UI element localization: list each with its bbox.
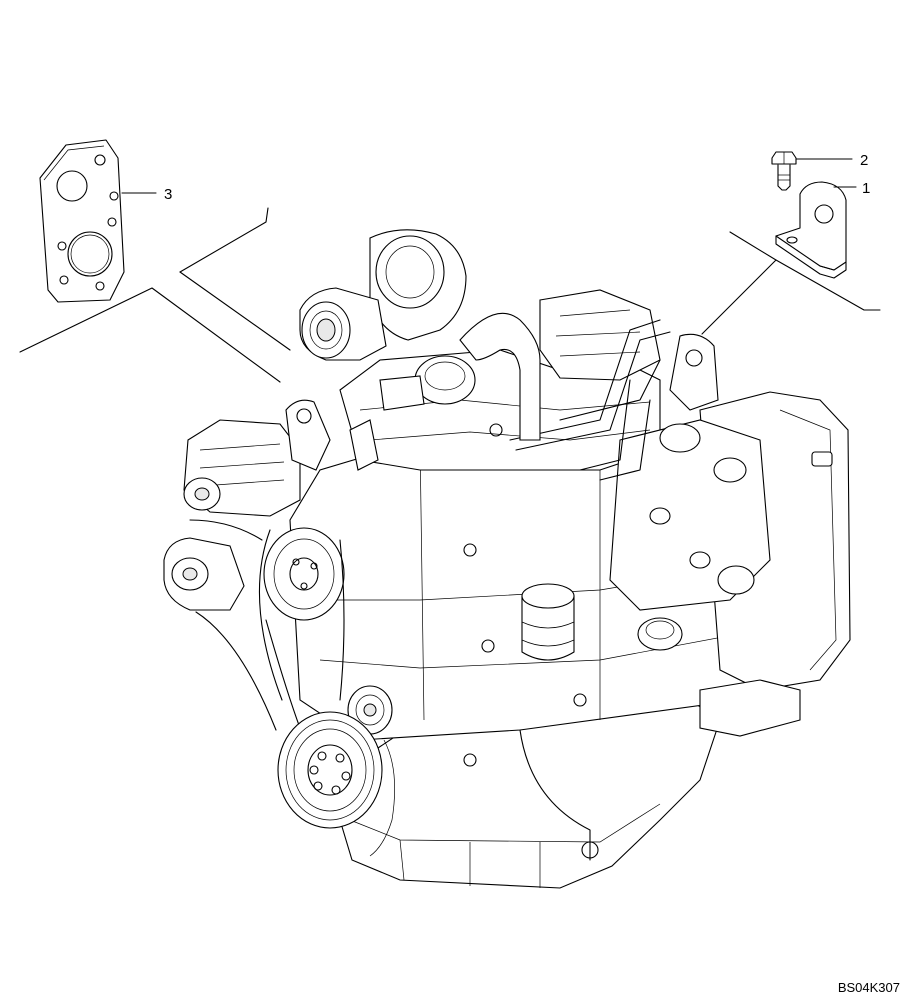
callout-label-1: 1 (862, 180, 870, 197)
callout-label-3: 3 (164, 186, 172, 203)
part-1-angle-bracket (775, 181, 847, 279)
engine-assembly (163, 229, 851, 889)
callout-label-2: 2 (860, 152, 868, 169)
leader-lines (19, 158, 881, 383)
part-2-bolt (771, 151, 797, 191)
part-3-mounting-plate (39, 139, 125, 303)
drawing-code: BS04K307 (838, 980, 900, 995)
